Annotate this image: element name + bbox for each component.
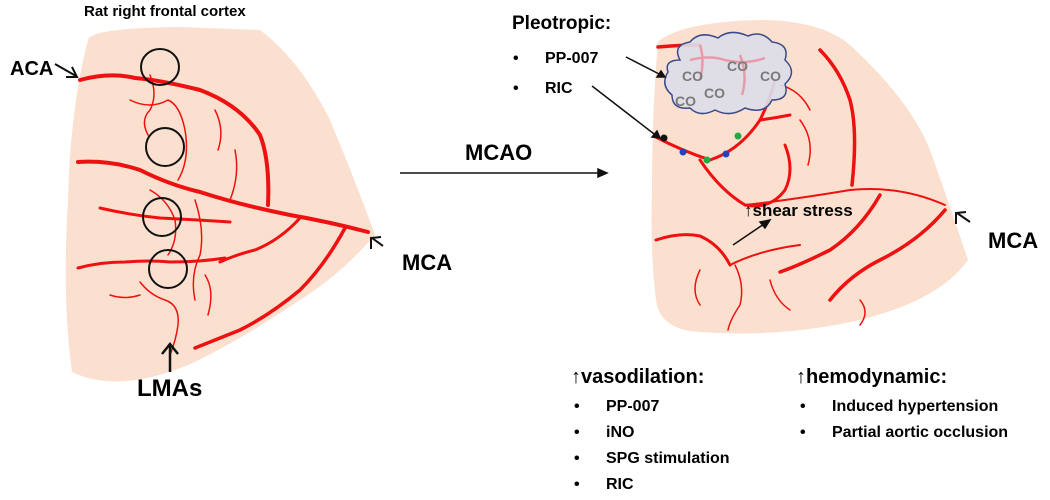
- vasodilation-item-4: RIC: [574, 472, 730, 498]
- pleotropic-heading: Pleotropic:: [512, 13, 612, 34]
- vasodilation-heading: ↑vasodilation:: [571, 366, 705, 388]
- lma-arrow: [161, 341, 179, 372]
- vasodilation-item-2: iNO: [574, 420, 730, 446]
- lma-circle-3: [142, 197, 182, 237]
- mca-arrow-left: [370, 236, 384, 249]
- co-cloud: CO CO CO CO CO: [664, 31, 793, 115]
- pleotropic-list: PP-007 RIC: [513, 44, 598, 104]
- mca-label-right: MCA: [988, 228, 1039, 253]
- ric-dots: [660, 132, 742, 164]
- left-title: Rat right frontal cortex: [84, 3, 246, 20]
- lma-circle-1: [140, 48, 180, 86]
- hemodynamic-item-1: Induced hypertension: [800, 394, 1008, 420]
- cloud-shape: [664, 31, 793, 115]
- hemodynamic-heading: ↑hemodynamic:: [796, 366, 948, 388]
- mcao-arrow: [400, 167, 609, 179]
- vasodilation-item-3: SPG stimulation: [574, 446, 730, 472]
- vasodilation-list: PP-007 iNO SPG stimulation RIC: [574, 394, 730, 498]
- pleotropic-item-2: RIC: [513, 74, 598, 104]
- left-vessels: [76, 73, 370, 356]
- dot-green-2: [734, 132, 742, 140]
- lma-circle-2: [145, 127, 185, 167]
- left-cortex: [54, 27, 384, 382]
- shear-arrow: [732, 218, 772, 246]
- right-cortex: CO CO CO CO CO: [591, 20, 971, 334]
- lma-circles: [140, 48, 188, 289]
- lma-circle-4: [148, 249, 188, 289]
- co-label-3: CO: [760, 68, 781, 84]
- aca-arrow: [54, 63, 79, 78]
- aca-label: ACA: [10, 58, 54, 80]
- co-label-2: CO: [727, 58, 748, 74]
- hemodynamic-item-2: Partial aortic occlusion: [800, 420, 1008, 446]
- mcao-label: MCAO: [465, 140, 533, 165]
- dot-black: [660, 134, 668, 142]
- pleotropic-pointers: [591, 56, 667, 139]
- mca-arrow-right: [955, 211, 971, 224]
- cloud-vessels: [689, 44, 766, 96]
- hemodynamic-list: Induced hypertension Partial aortic occl…: [800, 394, 1008, 446]
- lma-label: LMAs: [137, 375, 203, 402]
- left-tissue: [65, 27, 375, 382]
- right-vessels: [654, 43, 947, 331]
- dot-blue-2: [722, 150, 730, 158]
- co-label-4: CO: [704, 85, 725, 101]
- dot-blue-1: [679, 148, 687, 156]
- mca-label-left: MCA: [402, 250, 453, 275]
- vasodilation-item-1: PP-007: [574, 394, 730, 420]
- pleotropic-item-1: PP-007: [513, 44, 598, 74]
- dot-green-1: [703, 156, 711, 164]
- co-label-1: CO: [682, 68, 703, 84]
- co-label-5: CO: [675, 93, 696, 109]
- shear-stress-label: ↑shear stress: [744, 201, 853, 220]
